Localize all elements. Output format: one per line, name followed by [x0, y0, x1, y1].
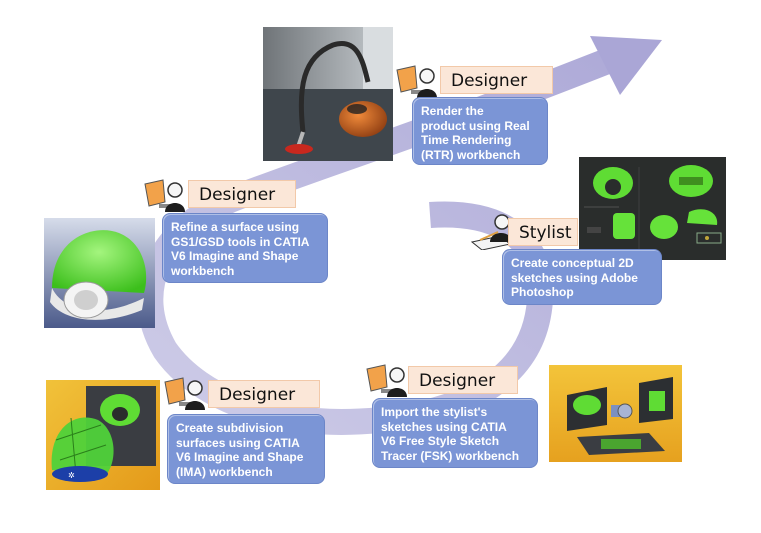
description-line: surfaces using CATIA — [176, 435, 300, 450]
description-line: Photoshop — [511, 285, 574, 299]
designer-role-label: Designer — [440, 66, 553, 94]
description-line: V6 Imagine and Shape — [176, 450, 304, 464]
description-line: sketches using Adobe — [511, 270, 638, 285]
description-line: sketches using CATIA — [381, 419, 507, 434]
description-line: Import the stylist's — [381, 405, 488, 419]
description-line: Create subdivision — [176, 421, 284, 435]
description-line: Tracer (FSK) workbench — [381, 448, 520, 463]
vacuum-cleaner-render-graphic — [263, 27, 393, 161]
description-line: workbench — [171, 263, 235, 278]
stylist-icon — [470, 212, 516, 251]
concept-sketches-graphic — [579, 157, 726, 260]
designer-role-label: Designer — [408, 366, 518, 394]
vacuum-cleaner-render-image — [263, 27, 393, 161]
description-line: product using Real — [421, 118, 530, 133]
step-description: Create conceptual 2D sketches using Adob… — [502, 249, 662, 305]
designer-icon — [395, 62, 441, 100]
helmet-surface-model-image — [44, 218, 155, 328]
description-line: (RTR) workbench — [421, 147, 521, 162]
description-line: Refine a surface using — [171, 220, 300, 234]
step-description: Import the stylist's sketches using CATI… — [372, 398, 538, 468]
designer-icon — [365, 361, 411, 399]
designer-role-label: Designer — [208, 380, 320, 408]
stylist-role-label: Stylist — [508, 218, 578, 246]
description-line: Time Rendering — [421, 133, 512, 147]
designer-role-label: Designer — [188, 180, 296, 208]
subdivision-helmet-graphic: ✲ — [46, 380, 160, 490]
step-description: Refine a surface using GS1/GSD tools in … — [162, 213, 328, 283]
designer-icon — [163, 374, 209, 412]
description-line: V6 Imagine and Shape — [171, 249, 299, 263]
subdivision-helmet-image: ✲ — [46, 380, 160, 490]
designer-icon — [143, 176, 189, 214]
sketch-tracer-scene-graphic — [549, 365, 682, 462]
description-line: Render the — [421, 104, 484, 118]
description-line: GS1/GSD tools in CATIA — [171, 234, 310, 249]
description-line: Create conceptual 2D — [511, 256, 634, 270]
sketch-tracer-scene-image — [549, 365, 682, 462]
concept-sketches-image — [579, 157, 726, 260]
description-line: V6 Free Style Sketch — [381, 434, 500, 448]
svg-text:✲: ✲ — [68, 471, 75, 480]
step-description: Create subdivision surfaces using CATIA … — [167, 414, 325, 484]
description-line: (IMA) workbench — [176, 464, 273, 479]
step-description: Render the product using Real Time Rende… — [412, 97, 548, 165]
helmet-surface-model-graphic — [44, 218, 155, 328]
